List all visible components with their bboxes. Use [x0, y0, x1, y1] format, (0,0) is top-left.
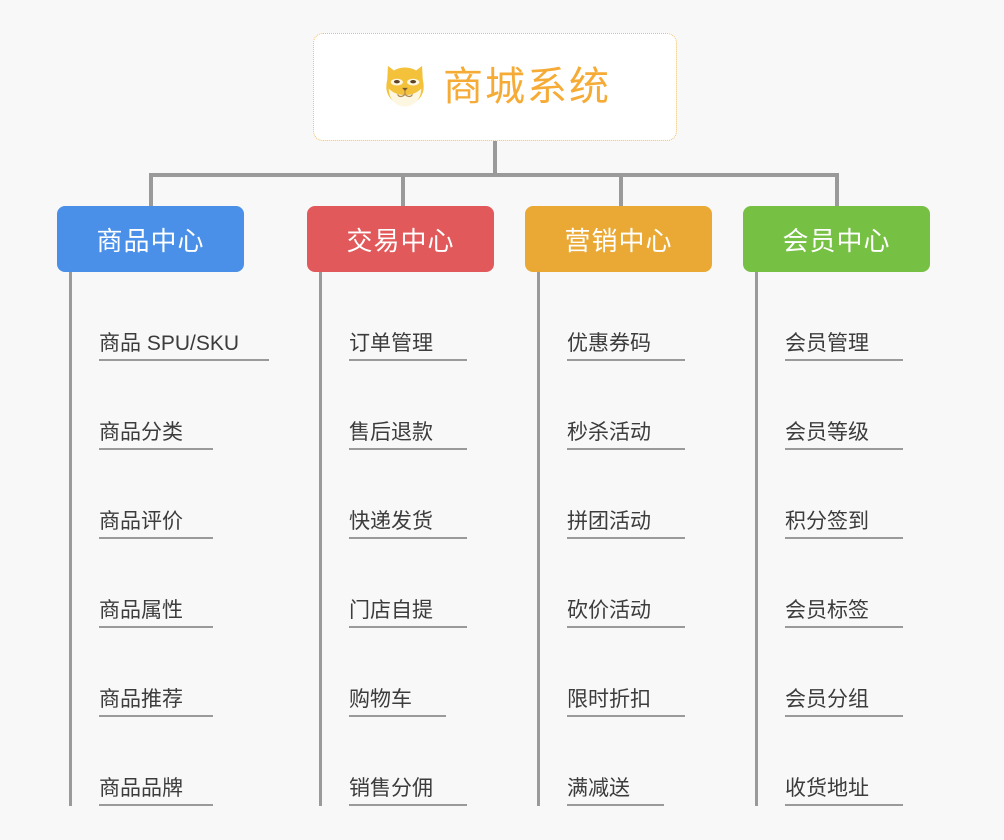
leaf-label: 商品品牌 — [99, 776, 183, 800]
leaf-item[interactable]: 会员标签 — [758, 539, 938, 628]
branch-body-trade-center: 订单管理 售后退款 快递发货 门店自提 购物车 销售分佣 — [319, 272, 507, 806]
shiba-dog-icon — [386, 65, 424, 107]
leaf-label: 商品评价 — [99, 509, 183, 533]
leaf-label: 会员管理 — [785, 331, 869, 355]
branch-marketing-center: 营销中心 优惠券码 秒杀活动 拼团活动 砍价活动 限时折扣 满减送 — [525, 206, 720, 806]
leaf-item[interactable]: 积分签到 — [758, 450, 938, 539]
branch-trade-center: 交易中心 订单管理 售后退款 快递发货 门店自提 购物车 销售分佣 — [307, 206, 507, 806]
leaf-item[interactable]: 商品品牌 — [72, 717, 287, 806]
leaf-label: 快递发货 — [349, 509, 433, 533]
leaf-label: 商品 SPU/SKU — [99, 331, 240, 355]
leaf-item[interactable]: 限时折扣 — [540, 628, 720, 717]
leaf-label: 拼团活动 — [567, 509, 651, 533]
branch-product-center: 商品中心 商品 SPU/SKU 商品分类 商品评价 商品属性 商品推荐 商品品牌 — [57, 206, 287, 806]
leaf-label: 满减送 — [567, 776, 630, 800]
leaf-label: 收货地址 — [785, 776, 869, 800]
leaf-item[interactable]: 订单管理 — [322, 272, 507, 361]
leaf-item[interactable]: 商品 SPU/SKU — [72, 272, 287, 361]
leaf-label: 销售分佣 — [349, 776, 433, 800]
connector-drop-4 — [835, 173, 839, 209]
root-node[interactable]: 商城系统 — [313, 33, 677, 141]
leaf-label: 会员分组 — [785, 687, 869, 711]
branch-body-product-center: 商品 SPU/SKU 商品分类 商品评价 商品属性 商品推荐 商品品牌 — [69, 272, 287, 806]
leaf-item[interactable]: 会员等级 — [758, 361, 938, 450]
leaf-item[interactable]: 满减送 — [540, 717, 720, 806]
leaf-label: 售后退款 — [349, 420, 433, 444]
leaf-item[interactable]: 收货地址 — [758, 717, 938, 806]
leaf-item[interactable]: 会员分组 — [758, 628, 938, 717]
branch-body-marketing-center: 优惠券码 秒杀活动 拼团活动 砍价活动 限时折扣 满减送 — [537, 272, 720, 806]
branch-header-member-center[interactable]: 会员中心 — [743, 206, 930, 272]
leaf-label: 会员标签 — [785, 598, 869, 622]
leaf-label: 商品属性 — [99, 598, 183, 622]
leaf-item[interactable]: 售后退款 — [322, 361, 507, 450]
leaf-item[interactable]: 秒杀活动 — [540, 361, 720, 450]
connector-horizontal-bus — [149, 173, 839, 177]
connector-drop-2 — [401, 173, 405, 209]
leaf-label: 门店自提 — [349, 598, 433, 622]
leaf-item[interactable]: 商品评价 — [72, 450, 287, 539]
root-title: 商城系统 — [443, 65, 611, 109]
leaf-label: 限时折扣 — [567, 687, 651, 711]
leaf-item[interactable]: 拼团活动 — [540, 450, 720, 539]
branch-header-marketing-center[interactable]: 营销中心 — [525, 206, 712, 272]
connector-drop-3 — [619, 173, 623, 209]
leaf-item[interactable]: 商品分类 — [72, 361, 287, 450]
leaf-label: 商品推荐 — [99, 687, 183, 711]
leaf-label: 秒杀活动 — [567, 420, 651, 444]
leaf-item[interactable]: 会员管理 — [758, 272, 938, 361]
branch-member-center: 会员中心 会员管理 会员等级 积分签到 会员标签 会员分组 收货地址 — [743, 206, 938, 806]
connector-root-stem — [493, 141, 497, 177]
leaf-item[interactable]: 优惠券码 — [540, 272, 720, 361]
leaf-item[interactable]: 销售分佣 — [322, 717, 507, 806]
leaf-item[interactable]: 门店自提 — [322, 539, 507, 628]
leaf-label: 砍价活动 — [567, 598, 651, 622]
branch-header-trade-center[interactable]: 交易中心 — [307, 206, 494, 272]
connector-drop-1 — [149, 173, 153, 209]
leaf-label: 优惠券码 — [567, 331, 651, 355]
leaf-item[interactable]: 商品推荐 — [72, 628, 287, 717]
leaf-item[interactable]: 砍价活动 — [540, 539, 720, 628]
branch-header-product-center[interactable]: 商品中心 — [57, 206, 244, 272]
branch-body-member-center: 会员管理 会员等级 积分签到 会员标签 会员分组 收货地址 — [755, 272, 938, 806]
leaf-item[interactable]: 快递发货 — [322, 450, 507, 539]
leaf-item[interactable]: 购物车 — [322, 628, 507, 717]
leaf-label: 购物车 — [349, 687, 412, 711]
leaf-label: 会员等级 — [785, 420, 869, 444]
leaf-label: 积分签到 — [785, 509, 869, 533]
leaf-item[interactable]: 商品属性 — [72, 539, 287, 628]
leaf-label: 订单管理 — [349, 331, 433, 355]
leaf-label: 商品分类 — [99, 420, 183, 444]
